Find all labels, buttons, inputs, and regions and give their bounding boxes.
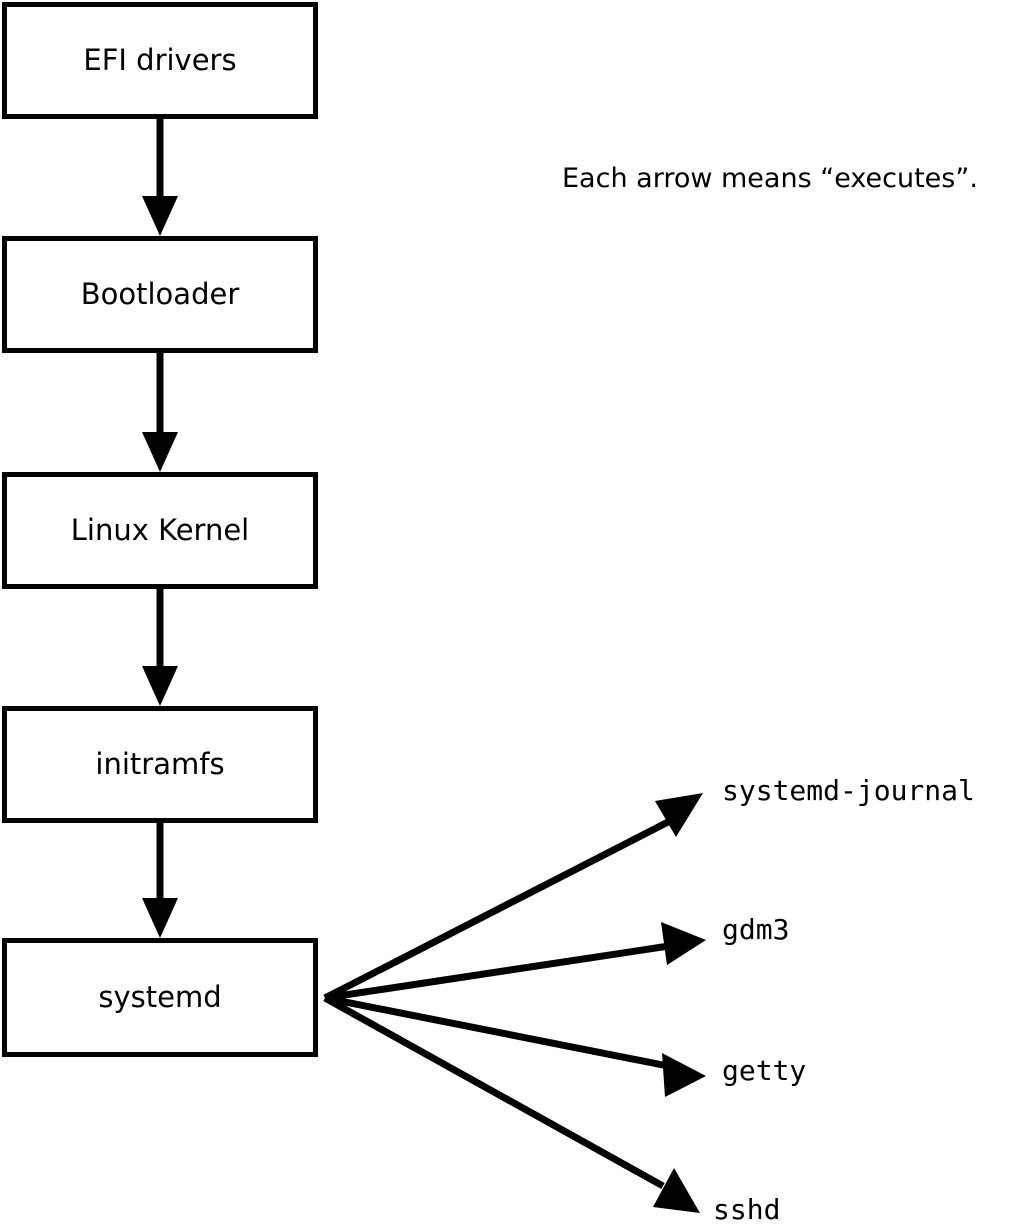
service-label-sshd: sshd: [713, 1193, 781, 1226]
service-label-gdm3: gdm3: [722, 913, 790, 946]
arrow-bootloader-to-linux-kernel: [142, 353, 178, 472]
stage-box-initramfs[interactable]: initramfs: [2, 706, 318, 823]
arrow-initramfs-to-systemd: [142, 823, 178, 938]
stage-box-systemd[interactable]: systemd: [2, 938, 318, 1057]
arrow-systemd-to-sshd: [323, 994, 700, 1213]
arrow-systemd-to-systemd-journal: [323, 793, 703, 1002]
legend-note: Each arrow means “executes”.: [562, 163, 978, 194]
stage-label-initramfs: initramfs: [95, 747, 225, 781]
stage-box-bootloader[interactable]: Bootloader: [2, 236, 318, 353]
arrow-systemd-to-getty: [324, 994, 706, 1097]
arrow-efi-drivers-to-bootloader: [142, 118, 178, 236]
stage-label-systemd: systemd: [98, 980, 222, 1014]
stage-label-bootloader: Bootloader: [80, 277, 240, 311]
arrow-systemd-to-gdm3: [324, 922, 706, 1002]
arrow-linux-kernel-to-initramfs: [142, 588, 178, 706]
stage-label-efi-drivers: EFI drivers: [83, 43, 237, 77]
stage-box-linux-kernel[interactable]: Linux Kernel: [2, 472, 318, 589]
service-label-getty: getty: [722, 1054, 807, 1087]
service-label-systemd-journal: systemd-journal: [722, 774, 975, 807]
stage-label-linux-kernel: Linux Kernel: [70, 513, 250, 547]
stage-box-efi-drivers[interactable]: EFI drivers: [2, 2, 318, 119]
